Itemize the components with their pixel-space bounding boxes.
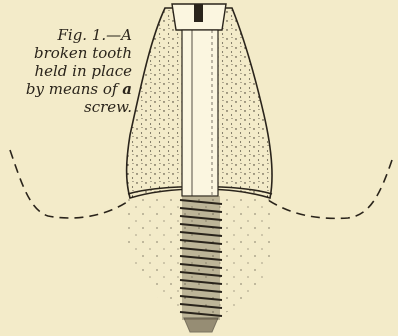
- screw-slot: [194, 4, 203, 22]
- caption-line-4: by means of a: [4, 80, 132, 98]
- caption-line-5: screw.: [4, 98, 132, 116]
- screw-channel: [182, 30, 218, 196]
- caption-line-3: held in place: [4, 62, 132, 80]
- caption-line-4-bold: a: [122, 80, 132, 98]
- screw-thread: [180, 196, 222, 320]
- figure-caption: Fig. 1.—A broken tooth held in place by …: [4, 26, 132, 116]
- gum-outline-right: [268, 160, 392, 218]
- caption-line-4-prefix: by means of: [26, 80, 118, 98]
- gum-outline-left: [10, 150, 130, 218]
- screw-tip: [184, 318, 218, 332]
- caption-line-2: broken tooth: [4, 44, 132, 62]
- caption-fig-label: Fig. 1.—A: [4, 26, 132, 44]
